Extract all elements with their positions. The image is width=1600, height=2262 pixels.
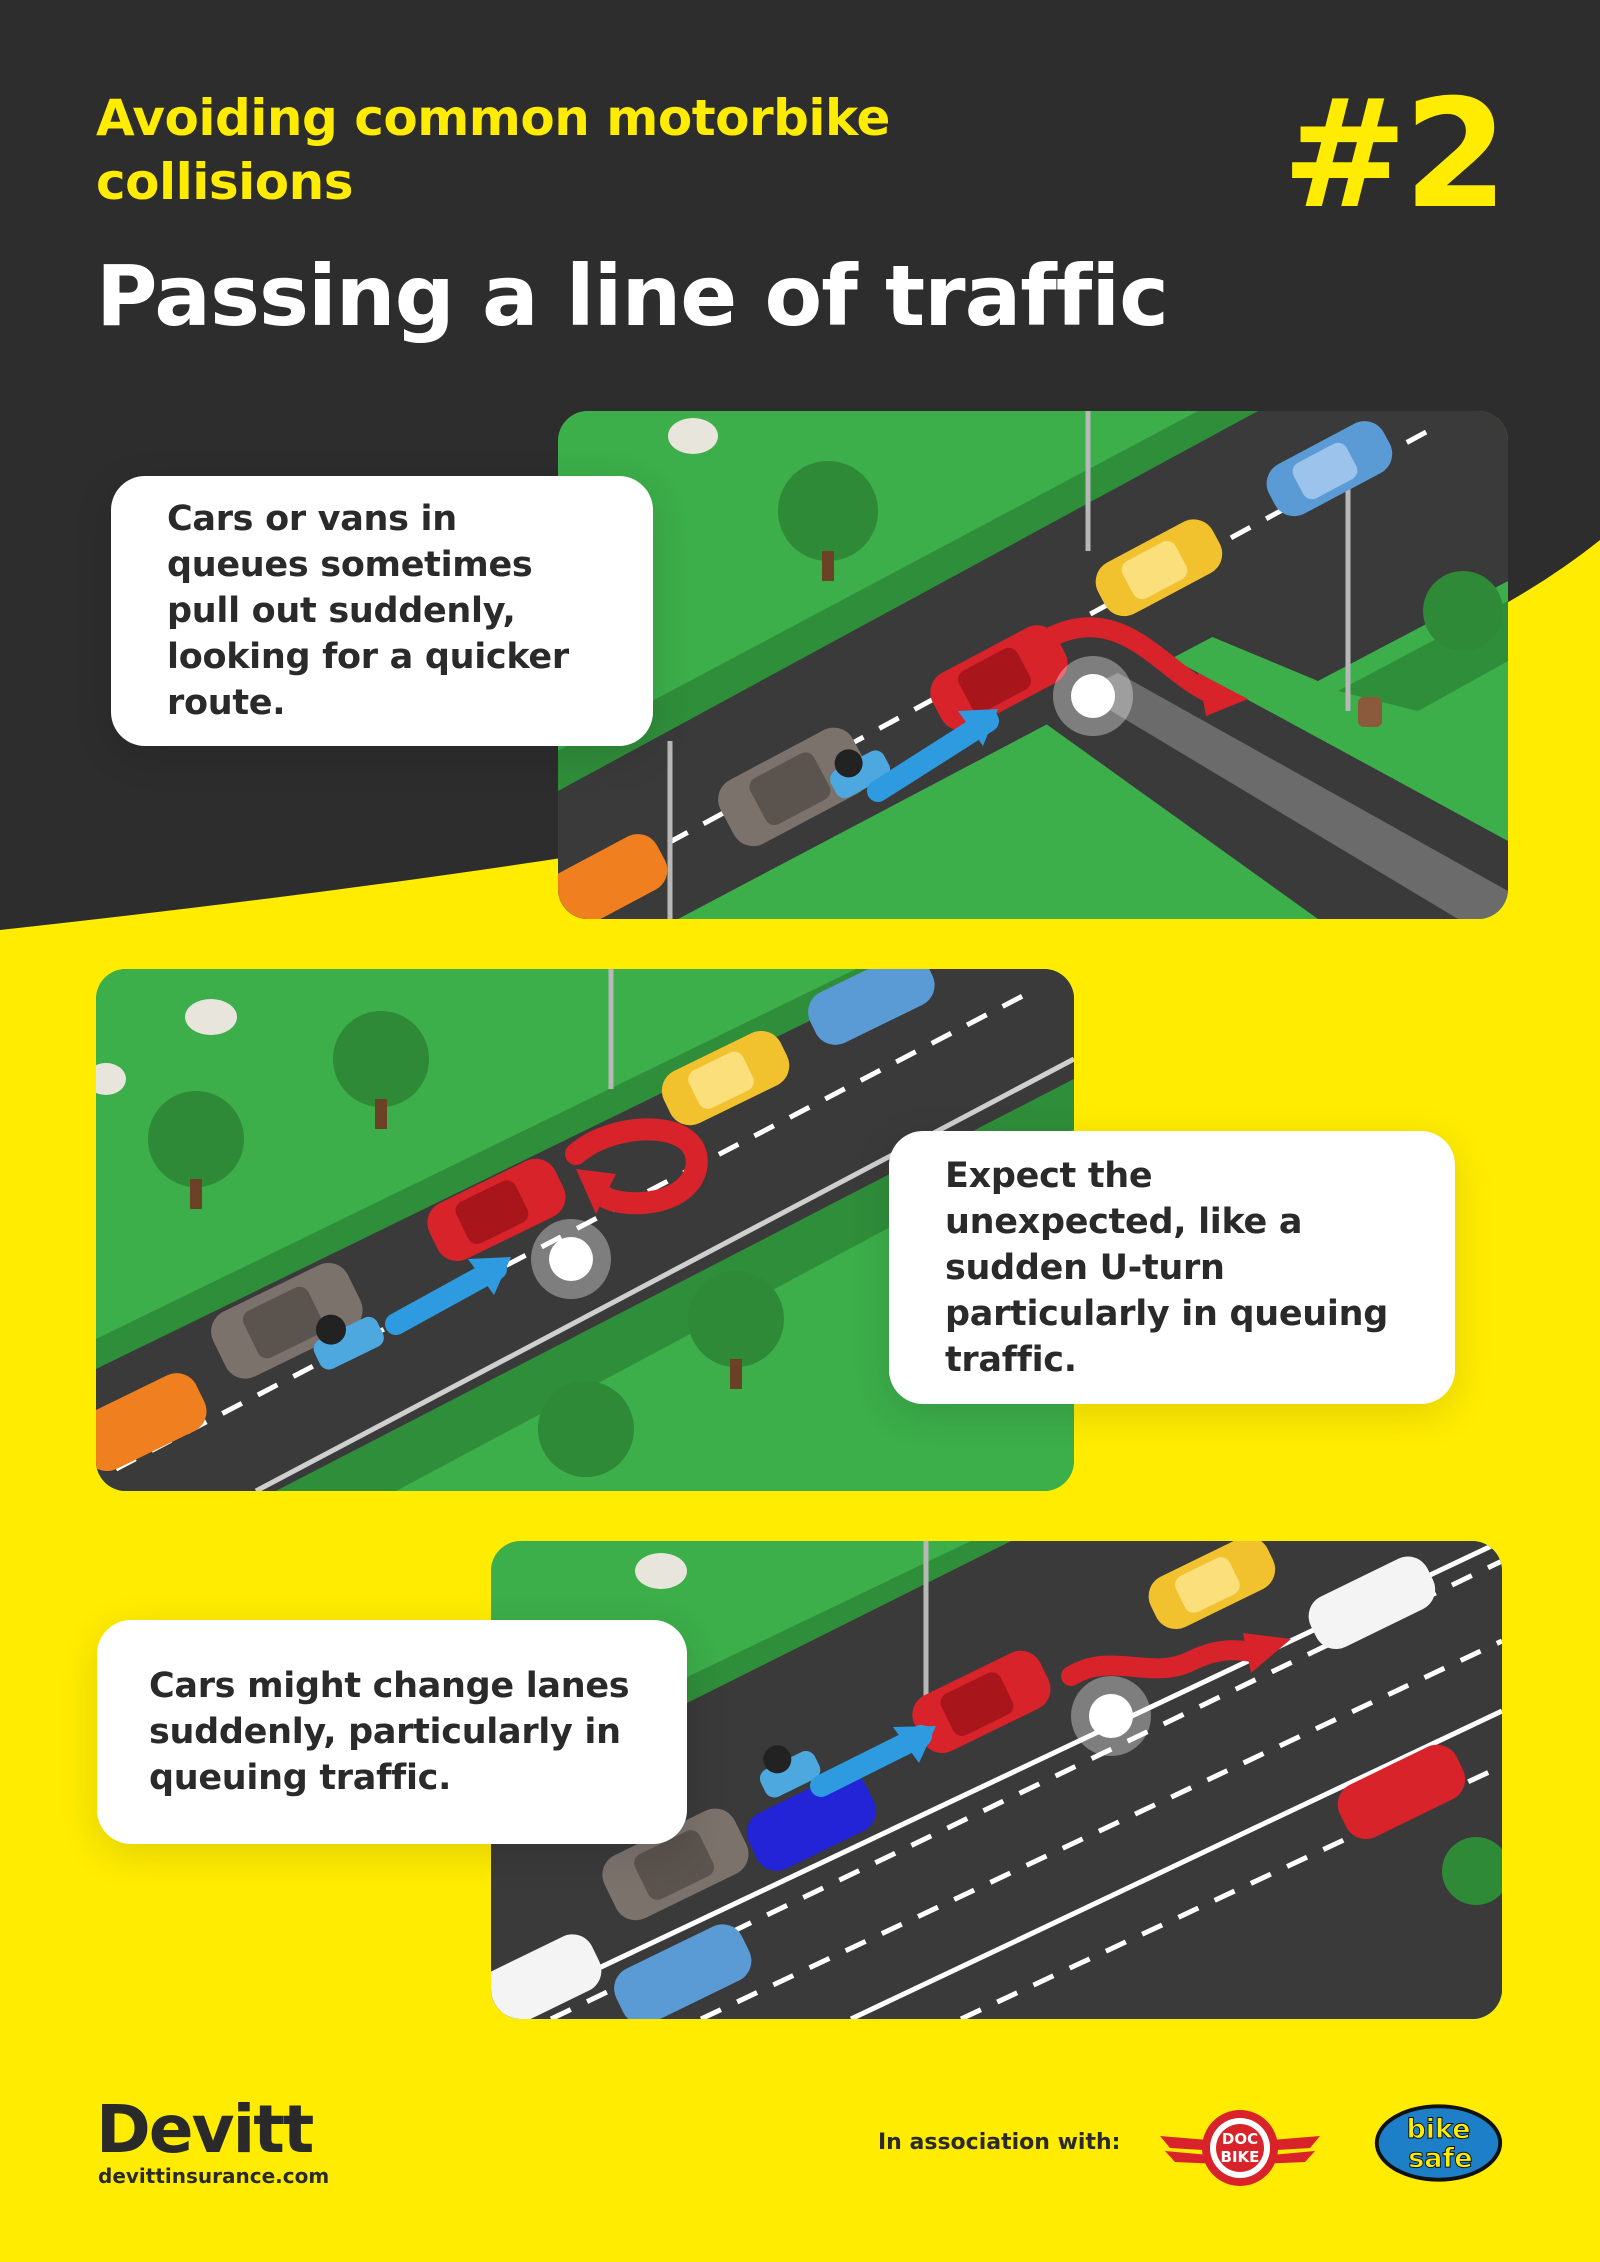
scenario-card-2: Expect the unexpected, like a sudden U-t… [889, 1131, 1455, 1404]
poster-number: #2 [1281, 68, 1508, 242]
scene-illustration-u-turn [96, 969, 1074, 1491]
scenario-card-1: Cars or vans in queues sometimes pull ou… [111, 476, 653, 746]
bikesafe-line2: safe [1408, 2143, 1472, 2174]
docbike-logo: DOC BIKE [1160, 2110, 1320, 2186]
bikesafe-logo: bike safe [1374, 2104, 1503, 2182]
scene-illustration-pull-out [558, 411, 1508, 919]
association-label: In association with: [878, 2130, 1121, 2155]
scenario-text-1: Cars or vans in queues sometimes pull ou… [167, 499, 569, 723]
scenario-text-3: Cars might change lanes suddenly, partic… [149, 1666, 630, 1798]
docbike-line1: DOC [1222, 2130, 1258, 2148]
poster-title: Passing a line of traffic [96, 247, 1169, 345]
scenario-card-3: Cars might change lanes suddenly, partic… [97, 1620, 687, 1844]
docbike-line2: BIKE [1221, 2148, 1260, 2166]
scenario-text-2: Expect the unexpected, like a sudden U-t… [945, 1155, 1388, 1380]
devitt-logo: Devitt [96, 2091, 314, 2168]
devitt-url: devittinsurance.com [98, 2164, 330, 2188]
bikesafe-line1: bike [1406, 2114, 1470, 2145]
poster-subtitle: Avoiding common motorbike collisions [96, 89, 890, 211]
